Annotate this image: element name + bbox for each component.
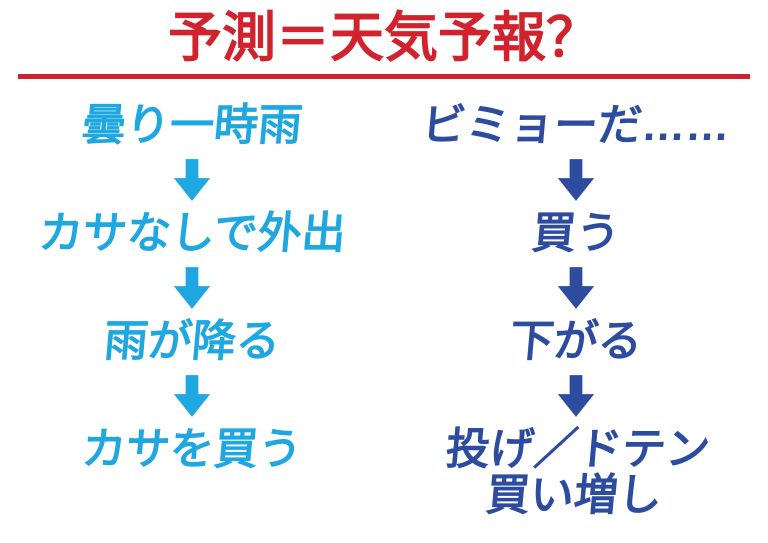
title-underline (18, 73, 750, 79)
down-arrow-icon (557, 158, 595, 201)
down-arrow-icon (173, 266, 211, 309)
flow-step: 雨が降る (101, 316, 283, 366)
flow-step: カサなしで外出 (36, 208, 348, 258)
flow-market: ビミョーだ…… 買う 下がる 投げ／ドテン 買い増し (384, 100, 768, 520)
down-arrow-icon (173, 374, 211, 417)
down-arrow-icon (173, 158, 211, 201)
flow-step: 投げ／ドテン 買い増し (443, 424, 713, 520)
down-arrow-icon (557, 266, 595, 309)
flow-step: 曇り一時雨 (79, 100, 305, 150)
flow-columns: 曇り一時雨 カサなしで外出 雨が降る カサを買う ビミョーだ…… 買う 下が (0, 100, 768, 520)
flow-step: 下がる (507, 316, 645, 366)
down-arrow-icon (557, 374, 595, 417)
flow-weather: 曇り一時雨 カサなしで外出 雨が降る カサを買う (0, 100, 384, 519)
flow-step: 買う (529, 208, 623, 258)
page-title: 予測＝天気予報？ (168, 8, 600, 68)
flow-step: ビミョーだ…… (419, 100, 733, 150)
flow-step: カサを買う (79, 424, 305, 474)
